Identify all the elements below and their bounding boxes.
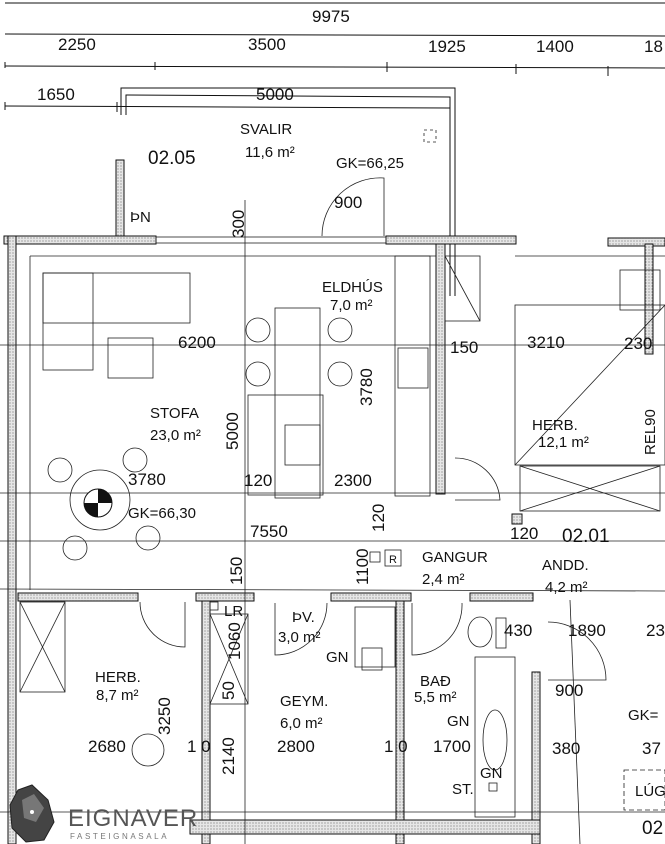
dim: 1890: [568, 621, 606, 640]
dim: 120: [369, 504, 388, 532]
dim: 7550: [250, 522, 288, 541]
st-box: [488, 782, 498, 792]
balcony-tag: ÞN: [130, 209, 151, 226]
dim: 37: [642, 739, 661, 758]
dim: 2800: [277, 737, 315, 756]
laundry-tag: LR: [224, 603, 243, 620]
st-gn: GN: [480, 765, 503, 782]
dim-top-5: 18: [644, 37, 663, 56]
dim: 120: [510, 524, 538, 543]
interior-lines: [0, 129, 665, 844]
dim: 1060: [225, 622, 244, 660]
neighbor-tag: LÚG: [635, 783, 665, 800]
laundry-name: ÞV.: [292, 609, 315, 626]
dim: 900: [555, 681, 583, 700]
entry-name: ANDD.: [542, 557, 589, 574]
dim-top-2: 3500: [248, 35, 286, 54]
dim: 2140: [219, 737, 238, 775]
dim: 150: [227, 557, 246, 585]
dim-top-4: 1400: [536, 37, 574, 56]
balcony-name: SVALIR: [240, 121, 292, 138]
balcony-level: GK=66,25: [336, 155, 404, 172]
kitchen-area: 7,0 m²: [330, 297, 373, 314]
storage-name: GEYM.: [280, 693, 328, 710]
laundry-gn: GN: [326, 649, 349, 666]
hall-tag: R: [389, 554, 397, 566]
bedroom1-name: HERB.: [532, 417, 578, 434]
kitchen-name: ELDHÚS: [322, 279, 383, 296]
dim: 1 0: [187, 737, 211, 756]
dim: 6200: [178, 333, 216, 352]
dim: 1 0: [384, 737, 408, 756]
neighbor-number: 02: [642, 818, 663, 839]
dim: 1100: [353, 548, 372, 585]
bath-gn: GN: [447, 713, 470, 730]
neighbor-level: GK=: [628, 707, 659, 724]
logo-name: EIGNAVER: [68, 805, 198, 832]
dimension-lines: [4, 2, 665, 112]
entry-number: 02.01: [562, 526, 610, 547]
dim-top-1: 2250: [58, 35, 96, 54]
dim: 3780: [128, 470, 166, 489]
dim: REL90: [642, 409, 659, 455]
eignaver-logo: EIGNAVER FASTEIGNASALA: [9, 784, 198, 843]
dim: 230: [624, 334, 652, 353]
dim: 2680: [88, 737, 126, 756]
bedroom2-area: 8,7 m²: [96, 687, 139, 704]
dim-balcony-1: 1650: [37, 85, 75, 104]
dim: 300: [229, 210, 248, 238]
dim: 50: [219, 681, 238, 700]
dim: 2300: [334, 471, 372, 490]
balcony-area: 11,6 m²: [245, 144, 295, 161]
dim: 3250: [155, 697, 174, 735]
dim: 900: [334, 193, 362, 212]
bath-area: 5,5 m²: [414, 689, 457, 706]
dim: 150: [450, 338, 478, 357]
entry-area: 4,2 m²: [545, 579, 588, 596]
dim: 5000: [223, 412, 242, 450]
dim: 23: [646, 621, 665, 640]
dim: 3210: [527, 333, 565, 352]
walls: [3, 235, 665, 844]
hall-area: 2,4 m²: [422, 571, 465, 588]
laundry-area: 3,0 m²: [278, 629, 321, 646]
dim-top-3: 1925: [428, 37, 466, 56]
interior-dimensions: 300 900 6200 3780 150 3210 230 5000 REL9…: [88, 193, 665, 775]
dim: 120: [244, 471, 272, 490]
logo-sub: FASTEIGNASALA: [70, 832, 169, 841]
storage-area: 6,0 m²: [280, 715, 323, 732]
living-level: GK=66,30: [128, 505, 196, 522]
living-area: 23,0 m²: [150, 427, 201, 444]
dim: 380: [552, 739, 580, 758]
dim-total: 9975: [312, 7, 350, 26]
living-name: STOFA: [150, 405, 199, 422]
balcony-outline: [115, 87, 456, 296]
balcony-number: 02.05: [148, 148, 196, 169]
doors: [139, 177, 607, 681]
dim: 1700: [433, 737, 471, 756]
bedroom2-name: HERB.: [95, 669, 141, 686]
bedroom1-area: 12,1 m²: [538, 434, 589, 451]
hall-name: GANGUR: [422, 549, 488, 566]
dim: 430: [504, 621, 532, 640]
bath-name: BAÐ: [420, 673, 451, 690]
st-name: ST.: [452, 781, 474, 798]
dim-balcony-2: 5000: [256, 85, 294, 104]
dim: 3780: [357, 368, 376, 406]
